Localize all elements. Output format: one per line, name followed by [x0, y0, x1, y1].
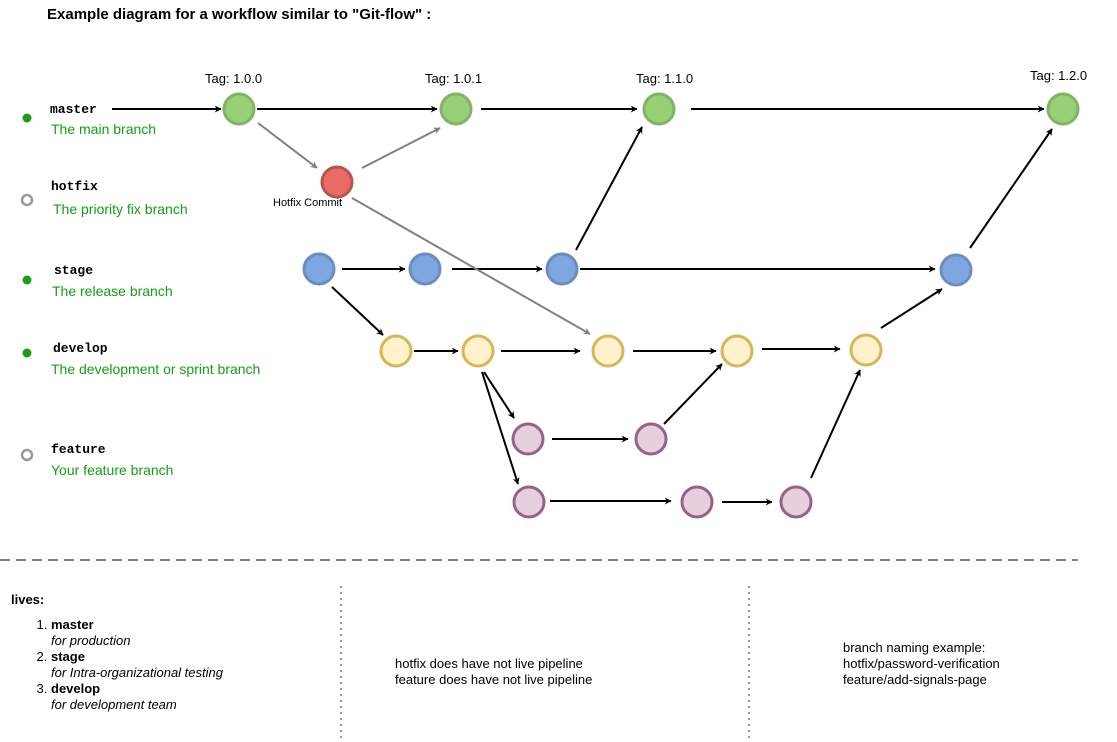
commit-feature1-1	[511, 422, 545, 456]
branch-name-feature: feature	[51, 442, 106, 457]
branch-desc-develop: The development or sprint branch	[51, 361, 261, 377]
pipeline-notes: hotfix does have not live pipeline featu…	[395, 656, 592, 688]
commit-hotfix	[320, 165, 354, 199]
commit-feature2-1	[512, 485, 546, 519]
naming-section: branch naming example: hotfix/password-v…	[843, 640, 1000, 688]
arrow-stage-to-master-1	[575, 126, 643, 251]
tag-label-1-2-0: Tag: 1.2.0	[1030, 68, 1088, 83]
branch-desc-stage: The release branch	[52, 283, 173, 299]
commit-develop-4	[720, 334, 754, 368]
live-dot-develop	[22, 348, 32, 358]
naming-example-feature: feature/add-signals-page	[843, 672, 987, 687]
arrow-develop-to-feature-1	[483, 371, 515, 419]
branch-name-stage: stage	[54, 263, 94, 278]
naming-title: branch naming example:	[843, 640, 986, 655]
commit-develop-3	[591, 334, 625, 368]
not-live-ring-hotfix	[20, 193, 34, 207]
pipeline-note-feature: feature does have not live pipeline	[395, 672, 593, 687]
commit-stage-2	[408, 252, 442, 286]
commit-feature2-2	[680, 485, 714, 519]
hotfix-commit-label: Hotfix Commit	[273, 197, 343, 209]
commit-master-2	[439, 92, 473, 126]
live-dot-stage	[22, 275, 32, 285]
commit-stage-3	[545, 252, 579, 286]
branch-name-master: master	[50, 102, 97, 117]
not-live-ring-feature	[20, 448, 34, 462]
commit-develop-1	[379, 334, 413, 368]
tag-label-1-0-1: Tag: 1.0.1	[425, 71, 483, 86]
pipeline-note-hotfix: hotfix does have not live pipeline	[395, 656, 583, 671]
tag-label-1-1-0: Tag: 1.1.0	[636, 71, 694, 86]
commit-feature2-3	[779, 485, 813, 519]
branch-name-develop: develop	[53, 341, 108, 356]
page-title: Example diagram for a workflow similar t…	[47, 6, 432, 23]
commit-master-3	[642, 92, 676, 126]
arrow-hotfix-to-master	[361, 127, 441, 169]
arrow-hotfix-to-develop	[351, 197, 591, 335]
arrow-feature1-to-develop	[663, 363, 723, 425]
commit-develop-5	[849, 333, 883, 367]
commit-master-4	[1046, 92, 1080, 126]
arrow-stage-to-develop	[331, 286, 384, 336]
branch-desc-master: The main branch	[51, 121, 157, 137]
branch-desc-hotfix: The priority fix branch	[53, 201, 188, 217]
commit-feature1-2	[634, 422, 668, 456]
naming-example-hotfix: hotfix/password-verification	[843, 656, 1000, 671]
arrow-master-to-hotfix	[257, 122, 318, 169]
arrow-develop-to-stage	[880, 288, 943, 329]
commit-master-1	[222, 92, 256, 126]
tag-label-1-0-0: Tag: 1.0.0	[205, 71, 263, 86]
lives-title: lives:	[11, 592, 45, 607]
commit-develop-2	[461, 334, 495, 368]
branch-desc-feature: Your feature branch	[51, 462, 174, 478]
live-dot-master	[22, 113, 32, 123]
arrow-feature2-to-develop	[810, 369, 861, 479]
arrow-develop-to-feature-2	[481, 371, 520, 485]
branch-name-hotfix: hotfix	[51, 179, 98, 194]
commit-stage-1	[302, 252, 336, 286]
commit-stage-4	[939, 253, 973, 287]
arrow-stage-to-master-2	[969, 128, 1053, 249]
